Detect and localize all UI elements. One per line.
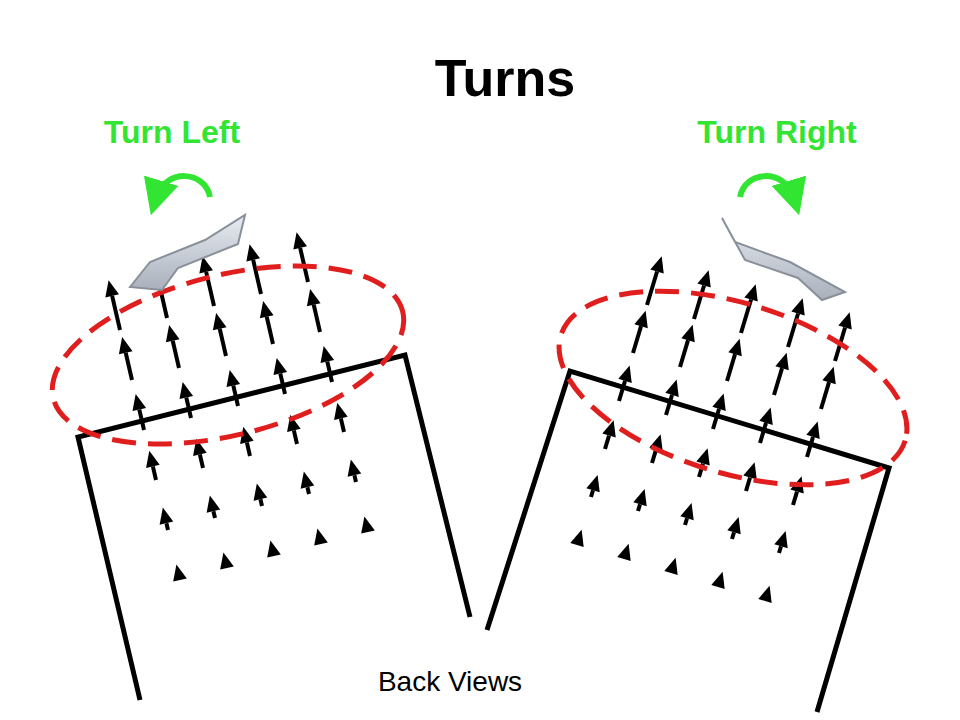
aileron (130, 215, 245, 290)
aileron (722, 218, 845, 300)
airflow-arrows (105, 232, 851, 603)
turn-arrow (156, 176, 210, 198)
right-frame (487, 371, 889, 712)
flow-region (536, 254, 930, 522)
diagram-title: Turns (435, 48, 576, 108)
turn-label: Turn Right (697, 114, 856, 151)
view-caption: Back Views (378, 666, 522, 698)
turn-label: Turn Left (104, 114, 240, 151)
flow-region (34, 234, 422, 476)
turn-arrow (740, 176, 794, 198)
left-frame (78, 355, 470, 700)
